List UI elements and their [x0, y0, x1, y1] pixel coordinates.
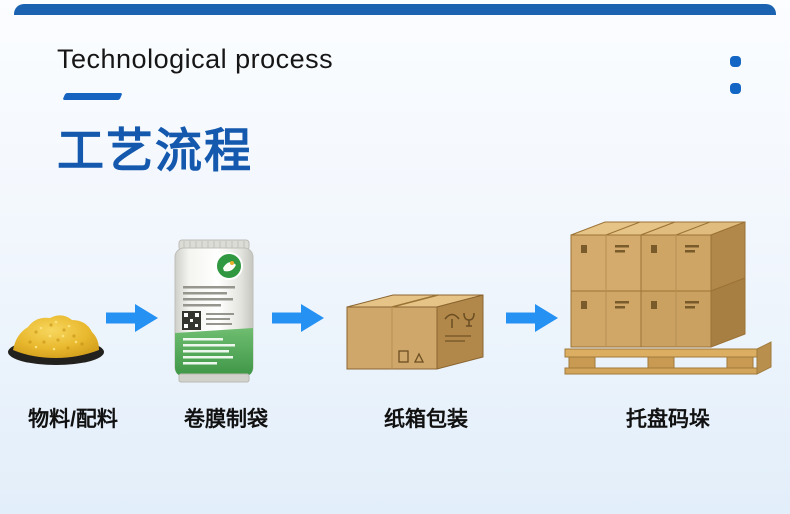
material-pile-image [6, 292, 106, 367]
pouch-bag-image [166, 234, 262, 384]
step-label-carton: 纸箱包装 [384, 408, 468, 431]
dot [730, 83, 741, 94]
top-banner-edge [14, 4, 776, 15]
dot [730, 56, 741, 67]
step-label-bag: 卷膜制袋 [184, 408, 268, 431]
carton-box-image [335, 263, 490, 375]
flow-arrow-icon [272, 303, 324, 333]
section-title-en: Technological process [57, 44, 334, 74]
section-title-zh: 工艺流程 [57, 124, 253, 177]
pallet-stack-image [563, 207, 773, 385]
vertical-dots-icon [730, 56, 741, 94]
step-label-material: 物料/配料 [28, 408, 118, 431]
step-label-pallet: 托盘码垛 [626, 408, 710, 431]
flow-arrow-icon [106, 303, 158, 333]
flow-arrow-icon [506, 303, 558, 333]
